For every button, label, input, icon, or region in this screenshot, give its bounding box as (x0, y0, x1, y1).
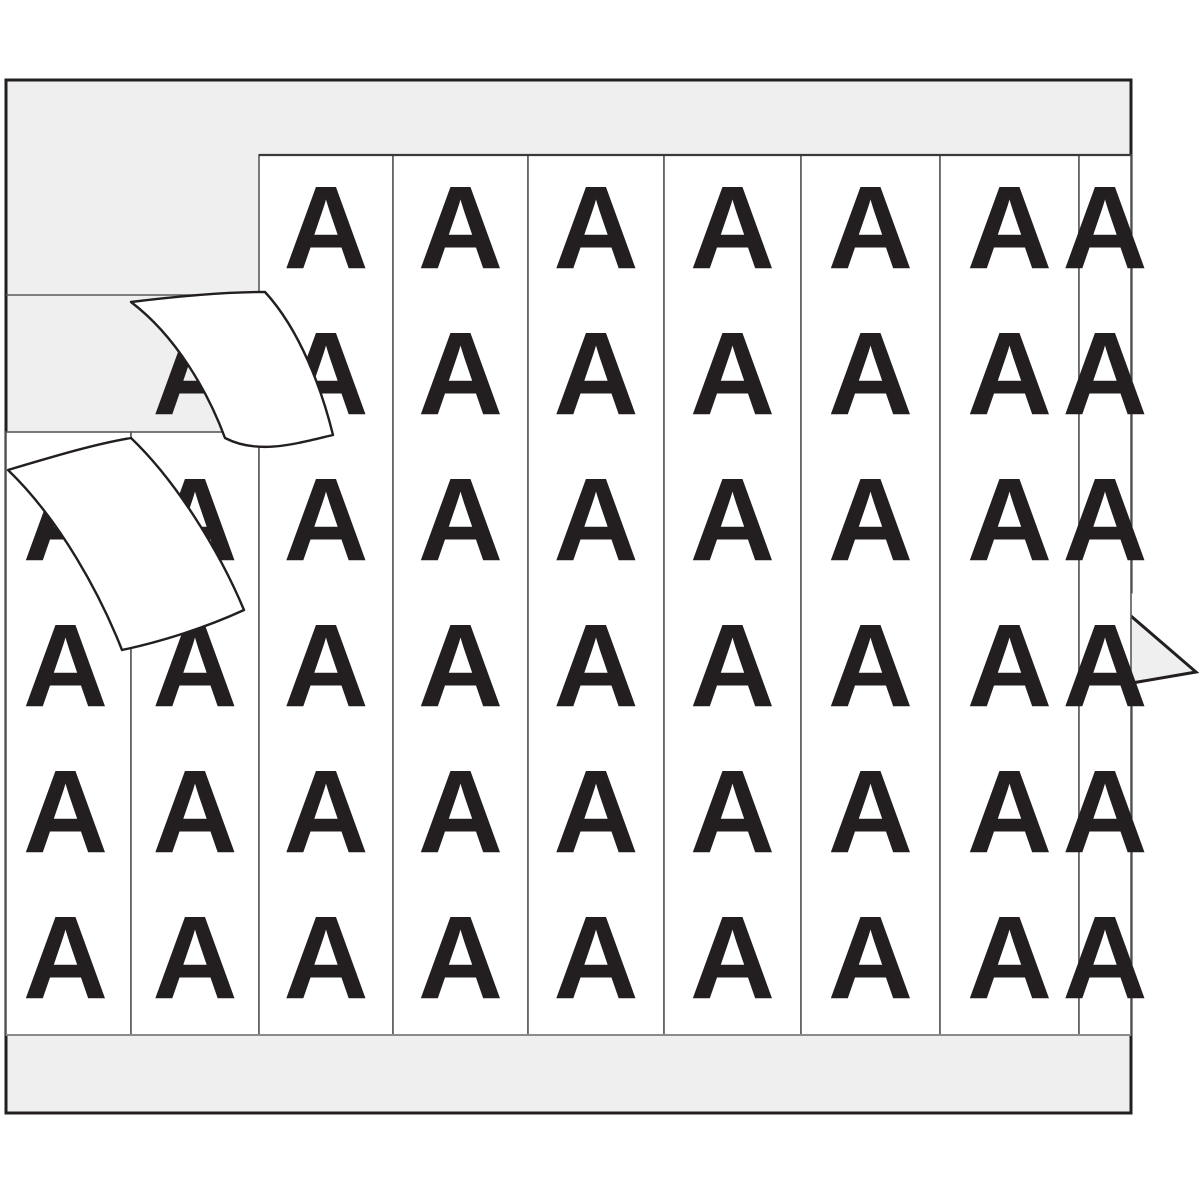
label-column-3[interactable] (258, 154, 394, 1036)
label-letter: A (690, 600, 775, 732)
label-column-7[interactable] (800, 154, 941, 1036)
peeled-label-upper[interactable] (129, 290, 335, 449)
label-letter: A (1062, 454, 1147, 586)
label-letter: A (283, 892, 368, 1024)
label-letter: A (283, 600, 368, 732)
label-letter: A (418, 892, 503, 1024)
label-letter: A (828, 162, 913, 294)
label-letter: A (23, 600, 108, 732)
label-letter: A (1062, 308, 1147, 440)
label-letter: A (418, 308, 503, 440)
label-letter: A (690, 162, 775, 294)
label-letter: A (690, 454, 775, 586)
label-letter: A (1062, 746, 1147, 878)
label-letter: A (418, 454, 503, 586)
label-letter: A (967, 454, 1052, 586)
label-letter: A (553, 162, 638, 294)
label-letter: A (23, 892, 108, 1024)
label-letter: A (828, 454, 913, 586)
label-column-5[interactable] (527, 154, 665, 1036)
label-letter: A (967, 746, 1052, 878)
label-letter: A (1062, 892, 1147, 1024)
label-letter: A (553, 600, 638, 732)
label-letter: A (283, 746, 368, 878)
label-letter: A (553, 308, 638, 440)
label-letter: A (553, 454, 638, 586)
label-letter: A (553, 892, 638, 1024)
label-letter: A (967, 600, 1052, 732)
label-letter: A (828, 892, 913, 1024)
label-column-8[interactable] (939, 154, 1080, 1036)
label-letter: A (418, 162, 503, 294)
peeled-labels (6, 290, 335, 652)
label-letter: A (690, 308, 775, 440)
peeled-label-lower[interactable] (6, 436, 246, 652)
label-letter: A (418, 746, 503, 878)
label-letter: A (283, 454, 368, 586)
label-letter: A (418, 600, 503, 732)
label-letter: A (1062, 600, 1147, 732)
label-letter: A (553, 746, 638, 878)
label-column-9-trim[interactable] (1078, 154, 1132, 1036)
label-letter: A (690, 746, 775, 878)
label-letter: A (967, 162, 1052, 294)
label-letter: A (967, 892, 1052, 1024)
label-letter: A (828, 746, 913, 878)
label-column-6[interactable] (663, 154, 802, 1036)
label-letter: A (152, 892, 237, 1024)
label-letter: A (690, 892, 775, 1024)
label-letter: A (152, 746, 237, 878)
label-letter: A (23, 746, 108, 878)
label-letter: A (283, 162, 368, 294)
label-letter: A (828, 600, 913, 732)
label-letter: A (1062, 162, 1147, 294)
label-letter: A (828, 308, 913, 440)
label-letter: A (967, 308, 1052, 440)
